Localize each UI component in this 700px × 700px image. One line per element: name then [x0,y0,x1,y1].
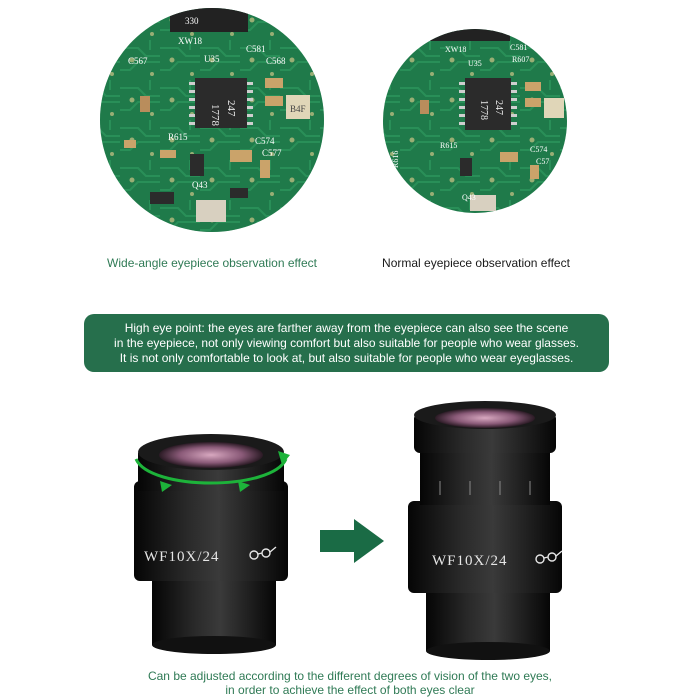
svg-text:XW18: XW18 [445,45,466,54]
svg-text:R615: R615 [168,132,188,142]
svg-text:XW18: XW18 [178,36,202,46]
normal-caption: Normal eyepiece observation effect [382,256,570,270]
banner-line-3: It is not only comfortable to look at, b… [119,350,574,365]
svg-text:330: 330 [185,16,199,26]
svg-text:R607: R607 [512,55,529,64]
glasses-icon [249,546,277,560]
svg-text:Q43: Q43 [192,180,208,190]
svg-text:C568: C568 [266,56,286,66]
right-eyepiece: WF10X/24 [408,401,563,660]
svg-text:C57: C57 [536,157,549,166]
smd-components [124,78,310,222]
banner-line-2: in the eyepiece, not only viewing comfor… [114,335,579,350]
chip-label-b-normal: 247 [493,100,504,115]
svg-text:R615: R615 [440,141,457,150]
normal-view: XW18 U35 C581 R607 R615 C574 C57 Q43 R61… [383,29,567,213]
eyepiece-comparison: WF10X/24 WF10X/24 [134,401,563,660]
pcb-comparison: XW18 U35 C581 C568 C567 R615 C574 C577 Q… [100,8,567,232]
svg-text:Q43: Q43 [462,193,476,202]
glasses-icon-right [535,550,563,564]
svg-text:C577: C577 [262,148,282,158]
transition-arrow-icon [320,519,384,563]
adjust-ring-arrow [134,458,288,485]
svg-text:C581: C581 [510,43,527,52]
banner-line-1: High eye point: the eyes are farther awa… [124,320,569,335]
silkscreen-wide: XW18 U35 C581 C568 C567 R615 C574 C577 Q… [128,16,306,190]
svg-text:U35: U35 [204,54,220,64]
top-component [170,8,248,32]
smd-components-normal [420,82,564,211]
silkscreen-normal: XW18 U35 C581 R607 R615 C574 C57 Q43 R61… [391,43,549,202]
right-eyepiece-marking: WF10X/24 [432,553,508,569]
arrow-head-left [160,481,172,492]
ic-chip-normal [459,78,517,130]
left-eyepiece: WF10X/24 [134,434,290,654]
svg-text:R616: R616 [391,151,400,168]
footer-line-2: in order to achieve the effect of both e… [225,683,475,697]
chip-label-b: 247 [225,100,237,117]
ic-chip [189,78,253,128]
svg-text:U35: U35 [468,59,482,68]
arrow-head-mid [238,481,250,492]
arrow-head-right [278,451,290,465]
left-eyepiece-marking: WF10X/24 [144,549,220,565]
svg-text:C581: C581 [246,44,266,54]
svg-text:C574: C574 [255,136,275,146]
chip-label-a: 1778 [209,104,221,127]
footer-line-1: Can be adjusted according to the differe… [147,669,553,683]
high-eye-point-banner: High eye point: the eyes are farther awa… [84,314,609,372]
tick-marks [439,481,531,495]
chip-label-a-normal: 1778 [478,100,489,120]
wide-angle-caption: Wide-angle eyepiece observation effect [107,256,317,270]
svg-text:B4F: B4F [290,104,306,114]
wide-angle-view: XW18 U35 C581 C568 C567 R615 C574 C577 Q… [100,8,324,232]
svg-text:C567: C567 [128,56,148,66]
svg-text:C574: C574 [530,145,547,154]
